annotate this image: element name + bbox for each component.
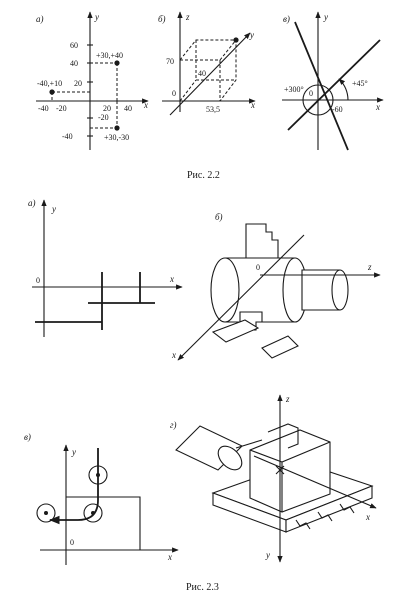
panel-label: а) [28,198,36,208]
panel-label: б) [215,212,223,222]
origin-label: 0 [172,89,176,98]
panel-label: в) [24,432,31,442]
panel-label: в) [283,14,290,24]
fig-2-3-c-tool-contour: в) x y 0 [24,432,179,565]
z-axis-label: z [185,12,190,22]
z-axis-label: z [367,262,372,272]
tick-y-60: 60 [70,41,78,50]
point-minus40-10 [49,89,55,95]
tick-y-40: 40 [70,59,78,68]
x-axis [177,234,305,361]
origin-label: 0 [309,89,313,98]
x-axis-label: x [167,552,172,562]
fig-2-3-d-milling-setup: г) z y x [170,394,377,563]
angle-plus45: +45° [352,79,368,88]
tick-x-minus-40: -40 [38,104,49,113]
angle-arc [302,84,334,116]
tick-x-minus-20: -20 [56,104,67,113]
point-30-minus30 [114,125,120,131]
tool-circle [36,503,56,523]
fig-2-2-a-coordinate-points: а) x y 60 40 20 -20 -40 -40 -20 20 40 +3… [36,11,149,150]
origin-label: 0 [36,276,40,285]
panel-label: а) [36,14,44,24]
origin-label: 0 [70,538,74,547]
tick-x-20: 20 [103,104,111,113]
tool-circle [83,503,103,523]
tick-y-20: 20 [74,79,82,88]
x-axis [253,455,377,509]
caption-fig-2-3: Рис. 2.3 [186,582,219,593]
tick-y-minus-40: -40 [62,132,73,141]
line-45deg [287,39,381,131]
tick-x-40: 40 [124,104,132,113]
x-axis-label: x [143,100,148,110]
fig-2-3-b-lathe: б) z x 0 [171,212,381,361]
z-axis-label: z [285,394,290,404]
fig-2-3-a-cnc-path: а) x y 0 [28,198,183,337]
angle-plus300: +300° [284,85,304,94]
panel-label: б) [158,14,166,24]
fig-2-2-b-3d-box: б) x z y 0 70 40 53,5 [158,11,256,116]
panel-label: г) [170,420,177,430]
x-axis-label: x [171,350,176,360]
y-axis-label: y [249,30,254,40]
point-30-40 [114,60,120,66]
line-minus60 [294,21,349,151]
x-axis-label: x [250,100,255,110]
dim-70: 70 [166,57,174,66]
y-axis-label: y [51,204,56,214]
dashed-box [179,38,237,102]
part-contour [66,496,141,550]
y-axis-label: y [94,12,99,22]
point-label: +30,+40 [96,51,123,60]
x-axis-label: x [375,102,380,112]
cutting-tool [261,335,299,359]
x-axis-label: x [169,274,174,284]
angle-minus60: -60 [332,105,343,114]
origin-label: 0 [256,263,260,272]
y-axis-label: y [323,12,328,22]
dim-53-5: 53,5 [206,105,220,114]
y-axis [169,32,251,116]
dim-40: 40 [198,69,206,78]
point-label: +30,-30 [104,133,129,142]
caption-fig-2-2: Рис. 2.2 [187,170,220,181]
y-axis-label: y [71,447,76,457]
step-path [35,272,155,330]
box-corner-point [233,37,239,43]
x-axis-label: x [365,512,370,522]
point-label: -40,+10 [37,79,62,88]
chuck-jaw-top [245,223,279,259]
cutting-tool [211,319,260,343]
fig-2-2-c-angles: в) x y 0 +300° +45° -60 [282,11,384,151]
y-axis-label: y [265,550,270,560]
tick-y-minus-20: -20 [98,113,109,122]
tool-path [48,448,99,525]
